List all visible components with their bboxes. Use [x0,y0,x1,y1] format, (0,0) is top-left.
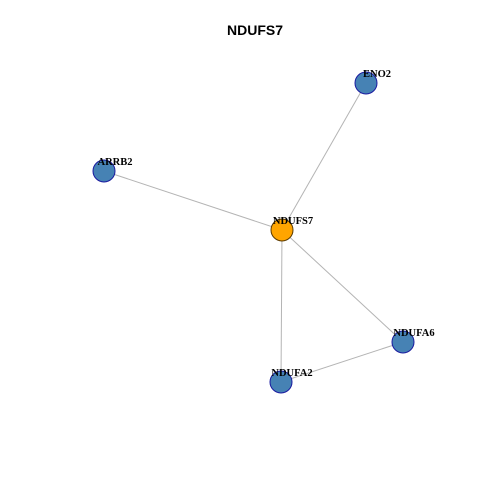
node-label-ndufa2: NDUFA2 [271,368,312,379]
edge-ndufs7-ndufa2 [280,229,283,383]
node-label-eno2: ENO2 [363,69,391,80]
node-ndufs7: NDUFS7 [270,216,313,242]
node-arrb2: ARRB2 [92,157,133,183]
node-circle-ndufs7 [270,218,294,242]
node-circle-ndufa2 [269,370,293,394]
edge-ndufs7-ndufa6 [281,229,404,343]
node-circle-ndufa6 [391,330,415,354]
diagram-title: NDUFS7 [227,22,283,38]
edge-ndufs7-arrb2 [103,170,283,231]
node-ndufa2: NDUFA2 [269,368,313,394]
node-label-ndufa6: NDUFA6 [393,328,434,339]
node-ndufa6: NDUFA6 [391,328,435,354]
node-label-ndufs7: NDUFS7 [273,216,313,227]
node-circle-arrb2 [92,159,116,183]
node-circle-eno2 [354,71,378,95]
edges-layer [103,82,404,383]
node-label-arrb2: ARRB2 [97,157,132,168]
node-eno2: ENO2 [354,69,391,95]
edge-ndufa6-ndufa2 [280,341,404,383]
edge-ndufs7-eno2 [281,82,367,231]
